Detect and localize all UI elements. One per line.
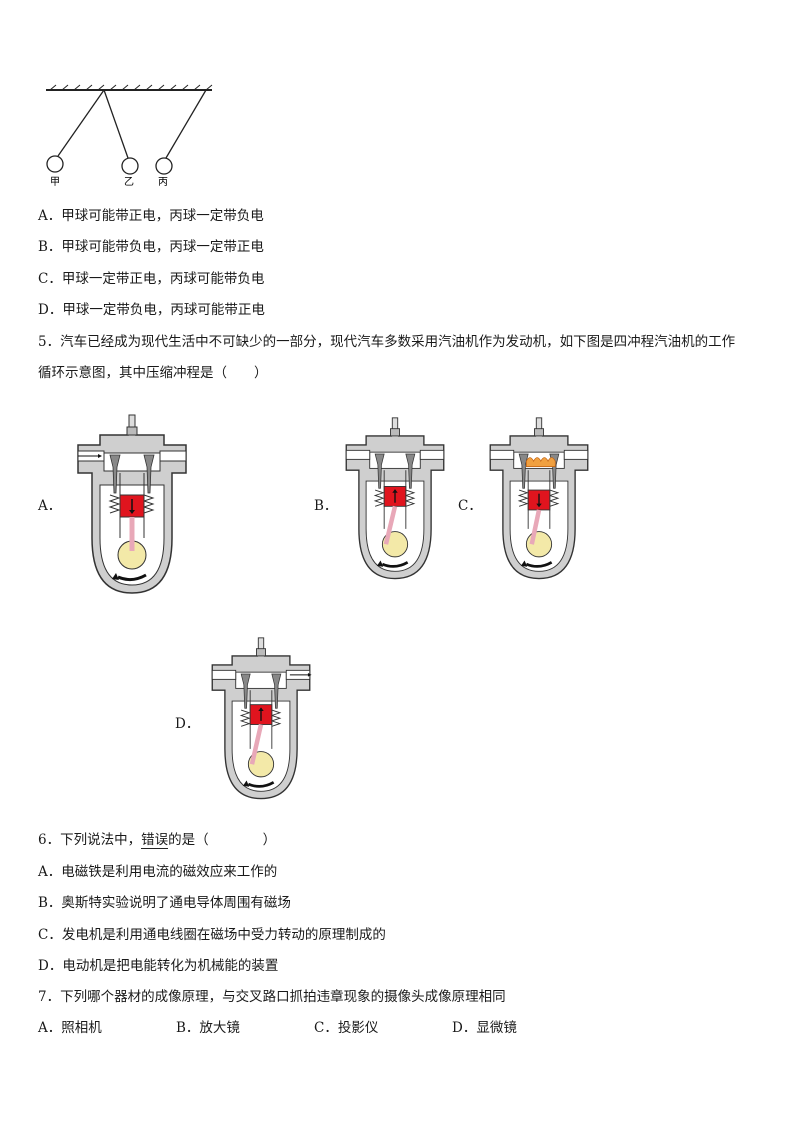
q4-option-d: D．甲球一定带负电，丙球可能带正电 <box>38 302 265 318</box>
q5-label-a: A． <box>38 498 62 514</box>
q4-option-b: B．甲球可能带负电，丙球一定带正电 <box>38 239 264 255</box>
q6-option-c: C．发电机是利用通电线圈在磁场中受力转动的原理制成的 <box>38 927 386 943</box>
q5-label-b: B． <box>314 498 338 514</box>
q7-option-d: D．显微镜 <box>452 1020 517 1036</box>
ball-label-yi: 乙 <box>124 176 134 188</box>
q6-option-d: D．电动机是把电能转化为机械能的装置 <box>38 958 279 974</box>
q5-label-d: D． <box>175 716 200 732</box>
engine-diagram-d <box>210 636 312 800</box>
q6-stem-prefix: 6．下列说法中， <box>38 832 142 848</box>
q7-option-a: A．照相机 <box>38 1020 102 1036</box>
q4-option-a: A．甲球可能带正电，丙球一定带负电 <box>38 208 264 224</box>
q7-option-c: C．投影仪 <box>314 1020 379 1036</box>
engine-diagram-c <box>488 416 590 580</box>
pendulum-figure: 甲 乙 丙 <box>46 84 213 188</box>
q4-option-c: C．甲球一定带正电，丙球可能带负电 <box>38 271 265 287</box>
q6-stem-suffix: 的是（ ） <box>168 832 277 848</box>
q5-stem-line1: 5．汽车已经成为现代生活中不可缺少的一部分，现代汽车多数采用汽油机作为发动机，如… <box>38 334 736 350</box>
ball-yi <box>121 157 139 175</box>
engine-diagram-b <box>344 416 446 580</box>
q6-stem: 6．下列说法中，错误的是（ ） <box>38 831 276 849</box>
ball-label-bing: 丙 <box>158 177 168 188</box>
q7-option-b: B．放大镜 <box>176 1020 240 1036</box>
q5-label-c: C． <box>458 498 482 514</box>
q7-stem: 7．下列哪个器材的成像原理，与交叉路口抓拍违章现象的摄像头成像原理相同 <box>38 989 506 1005</box>
q6-option-b: B．奥斯特实验说明了通电导体周围有磁场 <box>38 895 291 911</box>
engine-diagram-a <box>76 413 188 595</box>
ball-jia <box>46 155 64 173</box>
ball-label-jia: 甲 <box>50 177 60 188</box>
q6-stem-emph: 错误 <box>141 832 169 849</box>
ball-bing <box>155 157 173 175</box>
q6-option-a: A．电磁铁是利用电流的磁效应来工作的 <box>38 864 278 880</box>
q5-stem-line2: 循环示意图，其中压缩冲程是（ ） <box>38 365 268 381</box>
